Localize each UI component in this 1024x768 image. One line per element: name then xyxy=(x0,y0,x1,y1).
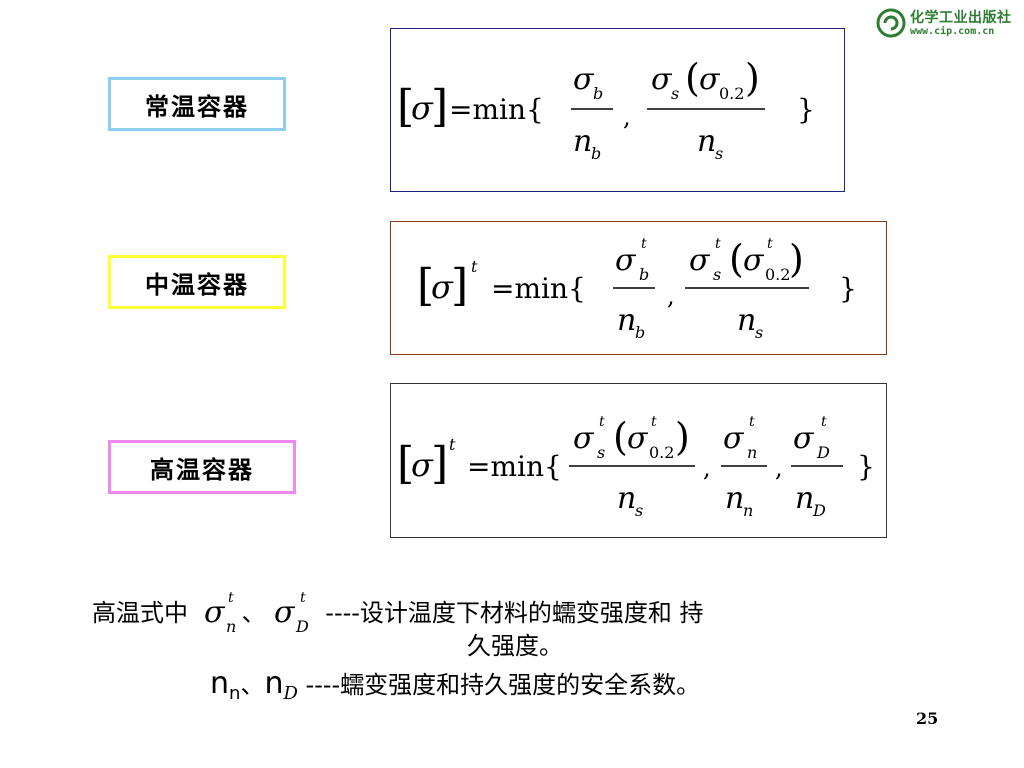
svg-text:σ: σ xyxy=(204,595,226,630)
svg-text:): ) xyxy=(745,56,760,100)
note-separator: 、 xyxy=(241,599,266,627)
svg-text:0.2: 0.2 xyxy=(719,84,744,103)
svg-text:]: ] xyxy=(451,260,468,311)
svg-text:s: s xyxy=(671,84,679,103)
svg-text:D: D xyxy=(812,501,826,520)
svg-text:,: , xyxy=(775,454,783,482)
svg-text:σ: σ xyxy=(274,595,296,630)
svg-text:,: , xyxy=(667,282,675,310)
n-sub-n: n xyxy=(229,682,241,704)
svg-text:n: n xyxy=(725,481,744,516)
publisher-name: 化学工业出版社 xyxy=(910,10,1012,26)
svg-text:σ: σ xyxy=(573,421,595,456)
svg-text:n: n xyxy=(743,501,753,520)
page-number: 25 xyxy=(916,709,939,728)
svg-text:σ: σ xyxy=(573,62,595,97)
svg-text:}: } xyxy=(839,272,857,305)
svg-text:n: n xyxy=(226,617,236,636)
publisher-url: www.cip.com.cn xyxy=(910,26,995,37)
svg-text:t: t xyxy=(228,590,234,606)
svg-text:t: t xyxy=(749,414,755,430)
svg-text:n: n xyxy=(617,303,636,338)
svg-text:t: t xyxy=(641,236,647,252)
svg-text:(: ( xyxy=(613,415,628,459)
svg-text:0.2: 0.2 xyxy=(765,265,790,284)
svg-text:σ: σ xyxy=(689,243,711,278)
label-normal-temp-vessel: 常温容器 xyxy=(108,77,286,131)
svg-text:t: t xyxy=(449,435,456,454)
svg-text:s: s xyxy=(755,323,763,342)
formula-normal-temp: [ σ ] =min{ σ b n b , σ s ( σ 0.2 ) n s … xyxy=(390,28,845,192)
svg-text:s: s xyxy=(713,265,721,284)
bracket-open: [ xyxy=(397,81,414,132)
svg-text:σ: σ xyxy=(431,268,454,306)
svg-text:t: t xyxy=(599,414,605,430)
svg-text:n: n xyxy=(747,443,757,462)
svg-text:n: n xyxy=(795,481,814,516)
bracket-close: ] xyxy=(431,81,448,132)
note-suffix: ----设计温度下材料的蠕变强度和 持 xyxy=(325,599,704,627)
note2-suffix: ----蠕变强度和持久强度的安全系数。 xyxy=(305,671,701,699)
label-high-temp-vessel: 高温容器 xyxy=(108,440,296,494)
svg-text:σ: σ xyxy=(699,62,721,97)
svg-text:): ) xyxy=(789,237,804,281)
svg-text:σ: σ xyxy=(793,421,815,456)
svg-text:σ: σ xyxy=(723,421,745,456)
svg-text:): ) xyxy=(675,415,690,459)
svg-text:D: D xyxy=(295,617,309,636)
svg-text:=min{: =min{ xyxy=(467,450,562,483)
svg-text:D: D xyxy=(816,443,830,462)
svg-text:σ: σ xyxy=(651,62,673,97)
svg-text:(: ( xyxy=(729,237,744,281)
formula-medium-temp: [ σ ] t =min{ σ t b n b , σ t s ( σ t 0.… xyxy=(390,221,887,355)
svg-text:[: [ xyxy=(397,438,414,489)
publisher-logo-icon xyxy=(876,8,906,38)
svg-text:}: } xyxy=(797,93,815,126)
svg-text:t: t xyxy=(767,236,773,252)
svg-text:s: s xyxy=(635,501,643,520)
svg-text:σ: σ xyxy=(743,243,765,278)
svg-text:b: b xyxy=(635,323,645,342)
svg-text:n: n xyxy=(617,481,636,516)
formula-high-temp: [ σ ] t =min{ σ t s ( σ t 0.2 ) n s , σ … xyxy=(390,383,887,538)
svg-text:σ: σ xyxy=(411,446,434,484)
svg-text:t: t xyxy=(715,236,721,252)
svg-text:t: t xyxy=(471,257,478,276)
eq-min: =min{ xyxy=(449,93,544,126)
note-line-1-continued: 久强度。 xyxy=(467,632,563,660)
note-line-1: 高温式中 σ t n 、 σ t D ----设计温度下材料的蠕变强度和 持 xyxy=(92,590,704,638)
svg-text:s: s xyxy=(597,443,605,462)
svg-text:b: b xyxy=(593,84,603,103)
note2-separator: 、 xyxy=(240,671,265,699)
svg-text:n: n xyxy=(573,124,592,159)
svg-text:b: b xyxy=(591,144,601,163)
svg-text:n: n xyxy=(737,303,756,338)
label-medium-temp-vessel: 中温容器 xyxy=(108,255,286,309)
n-sub-D: D xyxy=(283,682,298,704)
sigma-D-t-symbol: σ t D xyxy=(274,590,309,636)
note-prefix: 高温式中 xyxy=(92,599,188,627)
svg-text:t: t xyxy=(300,590,306,606)
sigma-symbol: σ xyxy=(411,89,434,127)
svg-text:s: s xyxy=(715,144,723,163)
svg-text:,: , xyxy=(623,103,631,131)
n-symbol: n xyxy=(210,666,230,701)
svg-text:0.2: 0.2 xyxy=(649,443,674,462)
svg-text:σ: σ xyxy=(627,421,649,456)
svg-text:t: t xyxy=(821,414,827,430)
svg-text:t: t xyxy=(651,414,657,430)
svg-text:σ: σ xyxy=(615,243,637,278)
sigma-n-t-symbol: σ t n xyxy=(204,590,236,636)
svg-text:,: , xyxy=(703,454,711,482)
svg-text:(: ( xyxy=(685,56,700,100)
svg-text:=min{: =min{ xyxy=(491,272,586,305)
svg-text:[: [ xyxy=(417,260,434,311)
note-line-2: nn、nD ----蠕变强度和持久强度的安全系数。 xyxy=(210,665,700,704)
svg-text:]: ] xyxy=(431,438,448,489)
n-symbol-2: n xyxy=(264,666,284,701)
publisher-logo: 化学工业出版社 www.cip.com.cn xyxy=(876,4,1020,44)
svg-text:n: n xyxy=(697,124,716,159)
svg-text:b: b xyxy=(639,265,649,284)
svg-text:}: } xyxy=(857,450,875,483)
